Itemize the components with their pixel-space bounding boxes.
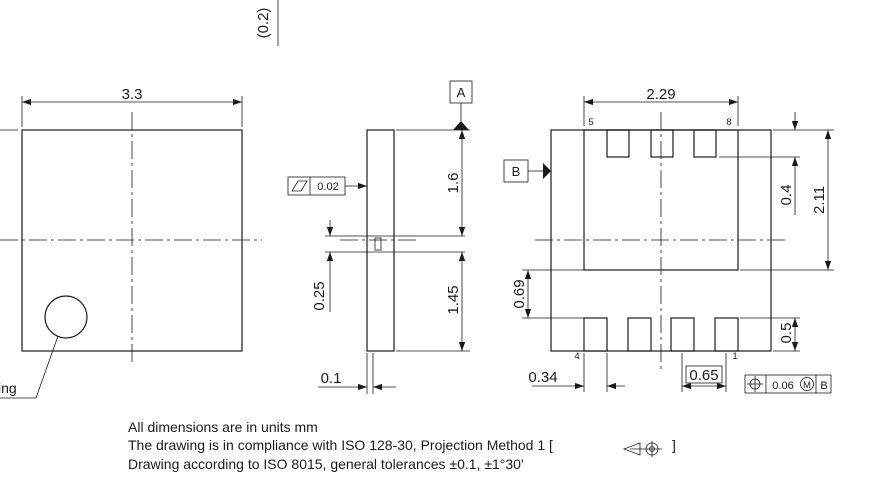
datum-b-triangle	[543, 163, 551, 179]
projection-method-icon	[622, 441, 662, 457]
pad-span-label: 2.29	[646, 86, 675, 103]
pin1-marking-circle	[44, 295, 88, 339]
flatness-value: 0.02	[317, 181, 338, 193]
side-thickness-label: 0.1	[321, 370, 342, 387]
pitch-basic-box	[685, 365, 723, 384]
pad-offset-label: 0.69	[511, 279, 528, 308]
note-tolerances: Drawing according to ISO 8015, general t…	[128, 456, 524, 472]
drawing-notes: All dimensions are in units mm The drawi…	[128, 419, 676, 472]
side-gap-label: 0.25	[311, 281, 328, 310]
clearance-label: (0.2)	[255, 8, 272, 39]
position-modifier: M	[803, 380, 811, 391]
top-view: ing 3.3 (0.2)	[0, 0, 279, 399]
top-width-label: 3.3	[122, 86, 143, 103]
side-lower-height-label: 1.45	[445, 285, 462, 314]
pin-label-1: 1	[732, 351, 737, 362]
datum-a-label: A	[457, 85, 466, 100]
pin1-leader-line	[0, 335, 59, 399]
pad-width-label: 0.34	[528, 369, 557, 386]
pin-label-4: 4	[574, 351, 579, 362]
position-frame	[744, 374, 832, 394]
position-value: 0.06	[772, 380, 793, 392]
pad-to-pad-label: 0.4	[778, 185, 795, 206]
position-datum: B	[820, 380, 827, 392]
flatness-icon	[291, 180, 308, 192]
datum-b-label: B	[512, 164, 521, 179]
pin-label-8: 8	[726, 117, 731, 128]
pitch-label: 0.65	[689, 367, 718, 384]
pin1-leader-label: ing	[0, 380, 17, 396]
side-upper-height-label: 1.6	[445, 173, 462, 194]
pad-lower-1	[714, 317, 739, 352]
pad-upper-6	[650, 129, 674, 158]
pad-height-label: 0.5	[778, 323, 795, 344]
side-view: 1.6 1.45 0.25 A 0.02 0.1	[287, 80, 473, 394]
mmc-modifier-circle	[800, 377, 814, 391]
side-view-body	[366, 129, 395, 352]
position-icon	[747, 376, 763, 392]
total-height-label: 2.11	[811, 186, 828, 214]
pad-lower-2	[670, 317, 695, 352]
note-projection: The drawing is in compliance with ISO 12…	[128, 437, 553, 453]
note-units: All dimensions are in units mm	[128, 419, 318, 435]
side-view-gap-mark	[374, 237, 382, 251]
pad-lower-4	[583, 317, 608, 352]
pad-upper-5	[606, 129, 630, 158]
pin-label-5: 5	[588, 117, 593, 128]
pad-lower-3	[627, 317, 652, 352]
bottom-view: 5 8 4 1 2.29 0.4 2.11 0.5 0.69	[503, 86, 834, 394]
datum-a-triangle	[453, 121, 469, 130]
note-projection-suffix: ]	[672, 437, 676, 453]
pad-upper-7	[693, 129, 717, 158]
